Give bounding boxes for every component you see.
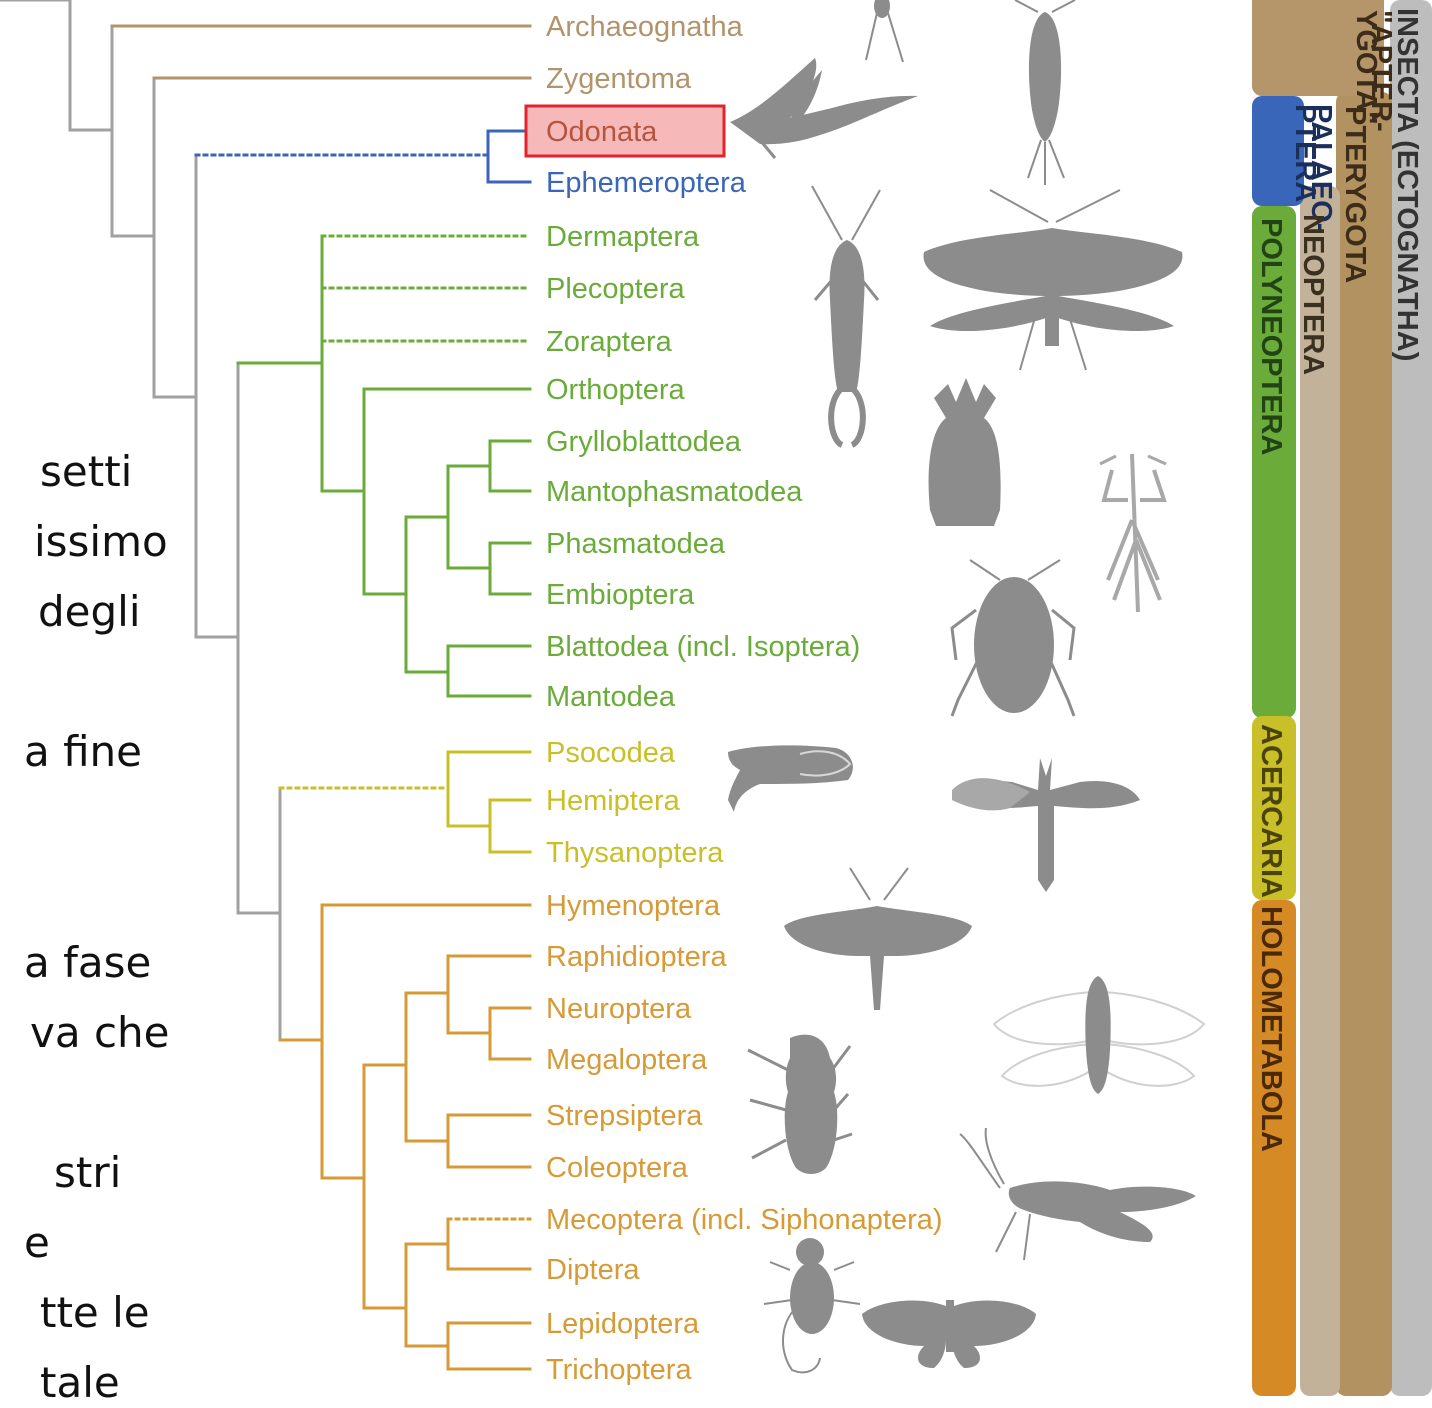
taxon-label-mecoptera-incl-siphonaptera: Mecoptera (incl. Siphonaptera) xyxy=(546,1204,943,1236)
label-acercaria: ACERCARIA xyxy=(1255,724,1287,898)
beetle-silhouette xyxy=(748,1035,852,1174)
taxon-label-strepsiptera: Strepsiptera xyxy=(546,1100,703,1132)
taxon-label-psocodea: Psocodea xyxy=(546,737,676,769)
stonefly-silhouette xyxy=(923,190,1182,370)
taxon-label-mantophasmatodea: Mantophasmatodea xyxy=(546,476,803,508)
label-palaeoptera-2: PTERA xyxy=(1289,104,1321,202)
taxon-label-phasmatodea: Phasmatodea xyxy=(546,528,726,560)
taxon-label-hemiptera: Hemiptera xyxy=(546,785,681,817)
taxon-label-zygentoma: Zygentoma xyxy=(546,63,692,95)
cockroach-silhouette xyxy=(952,560,1074,716)
hemipteran-silhouette xyxy=(952,758,1140,892)
taxon-label-hymenoptera: Hymenoptera xyxy=(546,890,721,922)
taxon-label-lepidoptera: Lepidoptera xyxy=(546,1308,700,1340)
classification-bars: INSECTA (ECTOGNATHA)"APTER-YGOTA"PTERYGO… xyxy=(1252,0,1432,1396)
mayfly-silhouette xyxy=(730,58,918,158)
bristletail-silhouette xyxy=(866,0,903,62)
taxon-label-raphidioptera: Raphidioptera xyxy=(546,941,727,973)
earwig-silhouette xyxy=(812,186,880,445)
taxon-label-archaeognatha: Archaeognatha xyxy=(546,11,744,43)
rock-crawler-silhouette xyxy=(929,378,1001,526)
taxon-label-zoraptera: Zoraptera xyxy=(546,326,673,358)
taxon-label-grylloblattodea: Grylloblattodea xyxy=(546,426,742,458)
label-pterygota: PTERYGOTA xyxy=(1339,106,1371,283)
taxon-label-ephemeroptera: Ephemeroptera xyxy=(546,167,747,199)
label-polyneoptera: POLYNEOPTERA xyxy=(1255,218,1287,455)
insect-silhouettes xyxy=(728,0,1204,1372)
taxon-label-thysanoptera: Thysanoptera xyxy=(546,837,724,869)
lacewing-silhouette xyxy=(994,976,1204,1094)
taxon-label-trichoptera: Trichoptera xyxy=(546,1354,692,1386)
taxon-label-embioptera: Embioptera xyxy=(546,579,695,611)
taxon-label-blattodea-incl-isoptera: Blattodea (incl. Isoptera) xyxy=(546,631,860,663)
label-neoptera: NEOPTERA xyxy=(1297,214,1329,375)
taxon-label-coleoptera: Coleoptera xyxy=(546,1152,689,1184)
fly-silhouette xyxy=(764,1238,860,1372)
taxon-label-mantodea: Mantodea xyxy=(546,681,676,713)
taxon-label-dermaptera: Dermaptera xyxy=(546,221,700,253)
bar-pterygota xyxy=(1336,92,1392,1396)
butterfly-silhouette xyxy=(862,1300,1036,1368)
taxon-label-plecoptera: Plecoptera xyxy=(546,273,686,305)
taxon-label-odonata: Odonata xyxy=(546,116,658,148)
scorpionfly-silhouette xyxy=(960,1128,1196,1260)
taxon-label-megaloptera: Megaloptera xyxy=(546,1044,708,1076)
wasp-silhouette xyxy=(784,868,972,1010)
mantis-silhouette xyxy=(1100,454,1166,612)
taxon-label-orthoptera: Orthoptera xyxy=(546,374,685,406)
taxon-label-diptera: Diptera xyxy=(546,1254,640,1286)
taxon-label-neuroptera: Neuroptera xyxy=(546,993,692,1025)
barklouse-silhouette xyxy=(728,745,853,812)
taxon-labels: ArchaeognathaZygentomaOdonataEphemeropte… xyxy=(546,11,943,1386)
silverfish-silhouette xyxy=(1015,0,1075,185)
label-holometabola: HOLOMETABOLA xyxy=(1255,906,1287,1152)
phylogeny-branches xyxy=(0,0,530,1369)
